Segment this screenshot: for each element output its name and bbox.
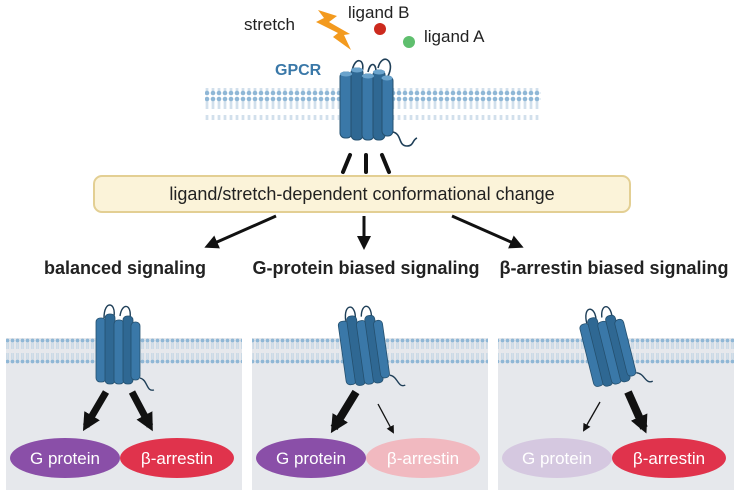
receptor-label: GPCR (275, 62, 322, 79)
arrestin-ellipse (612, 438, 726, 478)
ligand-b-icon (374, 23, 386, 35)
panel-balanced: G protein β-arrestin (6, 304, 242, 490)
arrow-icon (204, 214, 277, 249)
gpcr-icon (337, 305, 406, 387)
ligand-b-label: ligand B (348, 3, 409, 22)
process-box (93, 175, 631, 213)
arrestin-label: β-arrestin (141, 449, 213, 468)
stretch-label: stretch (244, 15, 295, 34)
process-box-text: ligand/stretch-dependent conformational … (169, 184, 554, 204)
arrow-icon (624, 390, 648, 434)
arrestin-ellipse (120, 438, 234, 478)
mode-title-balanced: balanced signaling (44, 258, 206, 278)
arrestin-ellipse (366, 438, 480, 478)
mode-arrows (204, 214, 524, 250)
arrow-icon (377, 403, 394, 434)
g-protein-ellipse (10, 438, 120, 478)
g-protein-ellipse (256, 438, 366, 478)
mode-title-g-protein-biased: G-protein biased signaling (252, 258, 479, 278)
lightning-icon (316, 10, 351, 50)
arrow-icon (128, 390, 154, 432)
g-protein-label: G protein (522, 449, 592, 468)
mode-title-arrestin-biased: β-arrestin biased signaling (499, 258, 728, 278)
gpcr-icon (95, 304, 155, 391)
g-protein-label: G protein (276, 449, 346, 468)
panel-g-protein-biased: G protein β-arrestin (252, 305, 488, 490)
arrestin-label: β-arrestin (633, 449, 705, 468)
g-protein-ellipse (502, 438, 612, 478)
gpcr-icon (579, 306, 654, 387)
gpcr-icon (339, 58, 418, 147)
ligand-a-icon (403, 36, 415, 48)
arrow-icon (82, 390, 110, 432)
ligand-a-label: ligand A (424, 27, 485, 46)
panel-arrestin-biased: G protein β-arrestin (498, 306, 734, 490)
arrow-icon (583, 401, 601, 432)
arrow-icon (330, 389, 360, 434)
arrestin-label: β-arrestin (387, 449, 459, 468)
g-protein-label: G protein (30, 449, 100, 468)
conformation-dashes (341, 153, 391, 174)
arrow-icon (451, 214, 524, 249)
